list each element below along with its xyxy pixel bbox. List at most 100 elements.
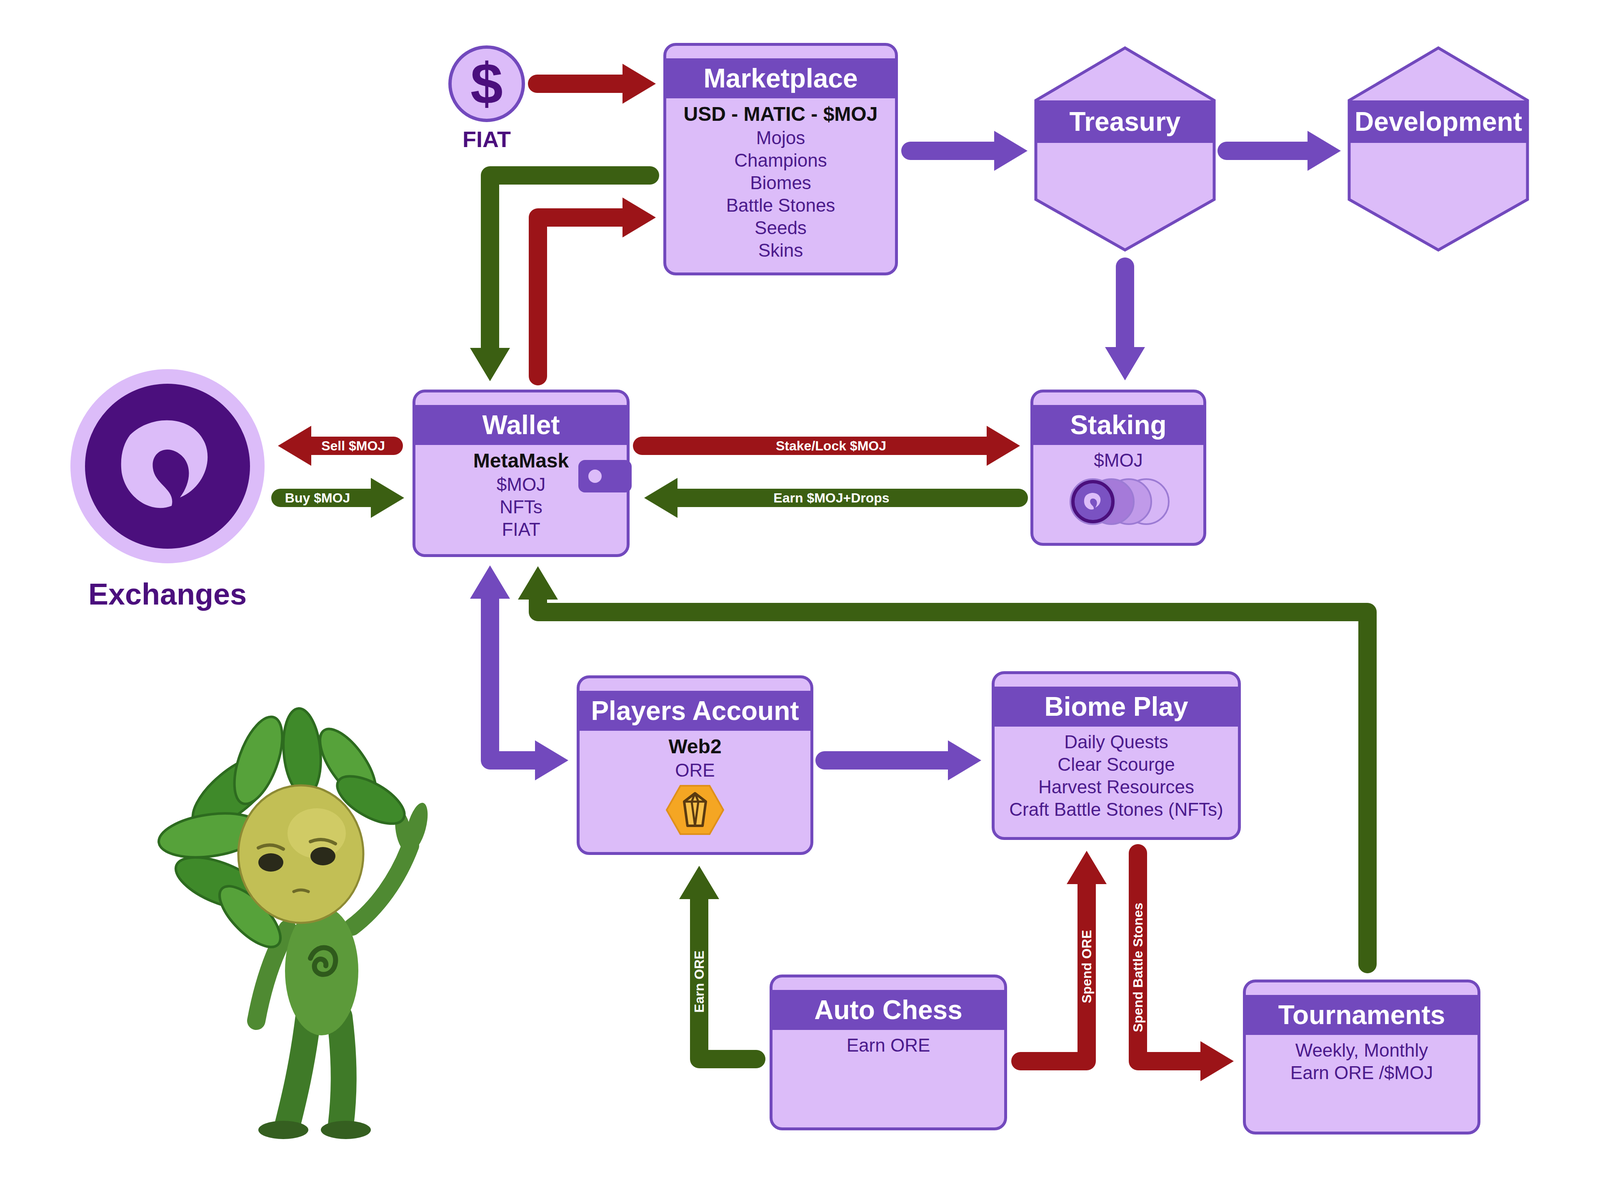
- box-item: Weekly, Monthly: [1245, 1039, 1478, 1062]
- hexagon-shape: [1035, 47, 1215, 250]
- process-box: MarketplaceUSD - MATIC - $MOJMojosChampi…: [663, 42, 898, 276]
- box-item: Seeds: [666, 216, 895, 240]
- hexagon-node: Development: [1349, 47, 1528, 250]
- mascot-brow: [258, 845, 284, 850]
- circle-label: Exchanges: [69, 574, 266, 615]
- mascot-illustration: [155, 707, 433, 1140]
- box-item: Battle Stones: [666, 194, 895, 217]
- flow-arrow: [699, 899, 757, 1060]
- circle-node: Exchanges: [69, 368, 266, 619]
- box-title: Staking: [1033, 405, 1204, 445]
- mascot-head: [238, 785, 364, 923]
- currency-symbol: $: [447, 45, 526, 123]
- exchange-logo: [69, 368, 266, 565]
- box-title: Biome Play: [994, 686, 1238, 727]
- box-item: Biomes: [666, 171, 895, 195]
- process-box: WalletMetaMask$MOJNFTsFIAT: [412, 389, 630, 558]
- wallet-clasp: [588, 469, 602, 483]
- token-ring: [1074, 483, 1112, 520]
- box-item: Harvest Resources: [994, 775, 1238, 799]
- box-item: Champions: [666, 149, 895, 172]
- flow-arrow: [280, 488, 371, 508]
- flow-arrow: [490, 175, 650, 348]
- mascot-mouth: [293, 890, 309, 892]
- process-box: Biome PlayDaily QuestsClear ScourgeHarve…: [991, 671, 1241, 840]
- mascot-body: [285, 906, 359, 1036]
- edge-label: Earn $MOJ+Drops: [769, 489, 894, 507]
- box-item: Earn ORE: [772, 1034, 1005, 1057]
- box-item: ORE: [579, 759, 811, 782]
- box-title: Wallet: [415, 405, 627, 445]
- mascot-leaf: [280, 707, 325, 798]
- token-coin: [1070, 479, 1116, 525]
- box-item: $MOJ: [1033, 449, 1204, 472]
- box-subtitle: MetaMask: [415, 448, 627, 474]
- box-title: Players Account: [579, 690, 811, 731]
- gem-facet: [684, 793, 706, 826]
- flow-arrow: [910, 141, 995, 160]
- process-box: TournamentsWeekly, MonthlyEarn ORE /$MOJ: [1242, 979, 1481, 1135]
- token-swirl: [1084, 492, 1101, 510]
- flow-arrow: [490, 598, 535, 761]
- box-item: Daily Quests: [994, 730, 1238, 754]
- hexagon-outline: [1349, 47, 1528, 250]
- box-title: Auto Chess: [772, 990, 1005, 1030]
- gem-hexagon: [666, 785, 724, 835]
- mascot-leg: [339, 1016, 344, 1125]
- mascot-brow: [310, 839, 336, 844]
- flow-arrow: [824, 751, 948, 770]
- flow-arrow: [537, 599, 1368, 965]
- gem-shape: [684, 793, 706, 826]
- flow-arrow: [1115, 266, 1135, 348]
- hexagon-title: Treasury: [1035, 100, 1215, 143]
- flow-arrow: [642, 436, 987, 455]
- box-item: Earn ORE /$MOJ: [1245, 1061, 1478, 1085]
- box-subtitle: Web2: [579, 734, 811, 760]
- edge-label: Sell $MOJ: [317, 437, 390, 455]
- box-title: Tournaments: [1245, 995, 1478, 1035]
- logo-swirl: [121, 420, 208, 509]
- edge-label: Spend Battle Stones: [1129, 898, 1147, 1037]
- box-item: Craft Battle Stones (NFTs): [994, 798, 1238, 821]
- flow-arrow: [1137, 853, 1201, 1062]
- mascot-swirl: [310, 947, 336, 975]
- process-box: Players AccountWeb2ORE: [576, 675, 814, 855]
- logo-ring: [70, 369, 265, 564]
- box-item: $MOJ: [415, 473, 627, 496]
- logo-disc: [85, 383, 250, 549]
- box-title: Marketplace: [666, 58, 895, 99]
- box-item: Skins: [666, 239, 895, 262]
- mascot-leg: [287, 1016, 309, 1125]
- flow-arrow: [311, 436, 394, 455]
- flow-arrow: [537, 217, 623, 377]
- mascot-eye: [310, 847, 336, 866]
- edge-label: Stake/Lock $MOJ: [771, 437, 891, 455]
- flow-arrow: [1020, 884, 1087, 1062]
- flow-arrow: [1226, 141, 1308, 160]
- hexagon-node: Treasury: [1035, 47, 1215, 250]
- edge-label: Spend ORE: [1078, 925, 1095, 1008]
- wallet-icon: [577, 459, 633, 494]
- hexagon-title: Development: [1349, 100, 1528, 143]
- edge-label: Buy $MOJ: [280, 489, 355, 507]
- hexagon-shape: [1349, 47, 1528, 250]
- flow-arrow: [537, 74, 623, 93]
- box-item: Mojos: [666, 126, 895, 150]
- edge-label: Earn ORE: [690, 946, 708, 1018]
- box-subtitle: USD - MATIC - $MOJ: [666, 101, 895, 127]
- wallet-body: [578, 460, 632, 493]
- process-box: Staking $MOJ: [1030, 389, 1207, 546]
- mascot-eye: [258, 853, 284, 872]
- circle-node: $ FIAT: [447, 45, 526, 155]
- flow-arrow: [677, 488, 1019, 508]
- circle-label: FIAT: [447, 126, 526, 152]
- box-item: Clear Scourge: [994, 753, 1238, 776]
- box-item: FIAT: [415, 518, 627, 541]
- process-box: Auto ChessEarn ORE: [769, 974, 1008, 1131]
- hexagon-outline: [1035, 47, 1215, 250]
- token-stack-icon: [1066, 475, 1171, 528]
- box-item: NFTs: [415, 495, 627, 519]
- mascot-foot: [320, 1120, 371, 1140]
